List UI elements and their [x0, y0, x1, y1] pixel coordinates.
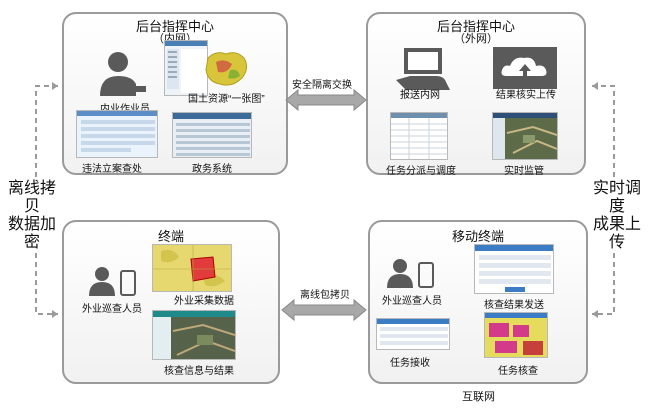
phone-icon	[418, 262, 434, 288]
inspector-label: 外业巡查人员	[382, 296, 442, 307]
panel-title: 终端	[157, 229, 184, 244]
staff-label: 内业作业员	[100, 100, 150, 115]
side-left-text: 离线拷贝 数据加密	[2, 180, 62, 252]
land-map-screenshot	[202, 48, 252, 90]
land-label: 国土资源“一张图”	[188, 94, 265, 105]
case-form-screenshot	[76, 110, 158, 158]
staff-person-icon	[100, 52, 146, 96]
bottom-double-arrow	[281, 298, 367, 322]
monitor-screenshot	[492, 112, 558, 160]
panel-external-command: 后台指挥中心 （外网） 报送内网 结果核实上传 任务分派与调度	[366, 12, 586, 177]
inspector-person-icon	[387, 259, 413, 288]
inspector-person-icon	[89, 267, 115, 296]
collect-label: 外业采集数据	[174, 296, 234, 307]
side-right-text: 实时调度 成果上传	[586, 180, 648, 252]
receive-label: 任务接收	[390, 358, 430, 369]
panel-subtitle: （外网）	[454, 33, 498, 45]
monitor-label: 实时监管	[504, 166, 544, 177]
side-left-line2: 数据加密	[7, 216, 56, 251]
side-left-line1: 离线拷贝	[7, 180, 56, 215]
cloud-upload-icon	[493, 47, 557, 89]
side-right-line2: 成果上传	[592, 216, 641, 251]
gov-label: 政务系统	[192, 164, 232, 175]
case-label: 违法立案查处	[82, 164, 142, 175]
send-form-screenshot	[474, 244, 554, 294]
upload-label: 结果核实上传	[496, 90, 556, 101]
panel-title: 后台指挥中心	[436, 19, 515, 34]
intranet-label: 报送内网	[400, 90, 440, 101]
verify-label: 核查信息与结果	[164, 366, 234, 377]
panel-title: 后台指挥中心	[135, 19, 214, 34]
panel-internal-command: 后台指挥中心 （内网） 内业作业员 国土资源“一张图”	[62, 12, 288, 175]
software-window-screenshot	[164, 40, 208, 96]
check-map-screenshot	[484, 312, 548, 358]
gov-system-screenshot	[172, 112, 252, 158]
panel-terminal: 终端 外业巡查人员 外业采集数据 核查信息与结果	[62, 220, 280, 384]
collect-map-screenshot	[152, 244, 232, 292]
check-label: 任务核查	[498, 366, 538, 377]
internet-label: 互联网	[462, 391, 495, 403]
send-label: 核查结果发送	[484, 300, 544, 311]
laptop-hand-icon	[396, 48, 450, 90]
phone-icon	[120, 270, 136, 296]
dispatch-table-screenshot	[390, 112, 448, 160]
inspector-label: 外业巡查人员	[82, 304, 142, 315]
side-right-line1: 实时调度	[592, 180, 641, 215]
top-double-arrow	[285, 88, 367, 112]
panel-title: 移动终端	[451, 229, 504, 244]
top-arrow-label: 安全隔离交换	[292, 80, 352, 91]
bottom-arrow-label: 离线包拷贝	[300, 290, 350, 301]
panel-mobile-terminal: 移动终端 外业巡查人员 核查结果发送 任务接收	[368, 220, 588, 384]
receive-list-screenshot	[376, 318, 450, 350]
verify-screenshot	[152, 310, 236, 360]
dispatch-label: 任务分派与调度	[386, 166, 456, 177]
